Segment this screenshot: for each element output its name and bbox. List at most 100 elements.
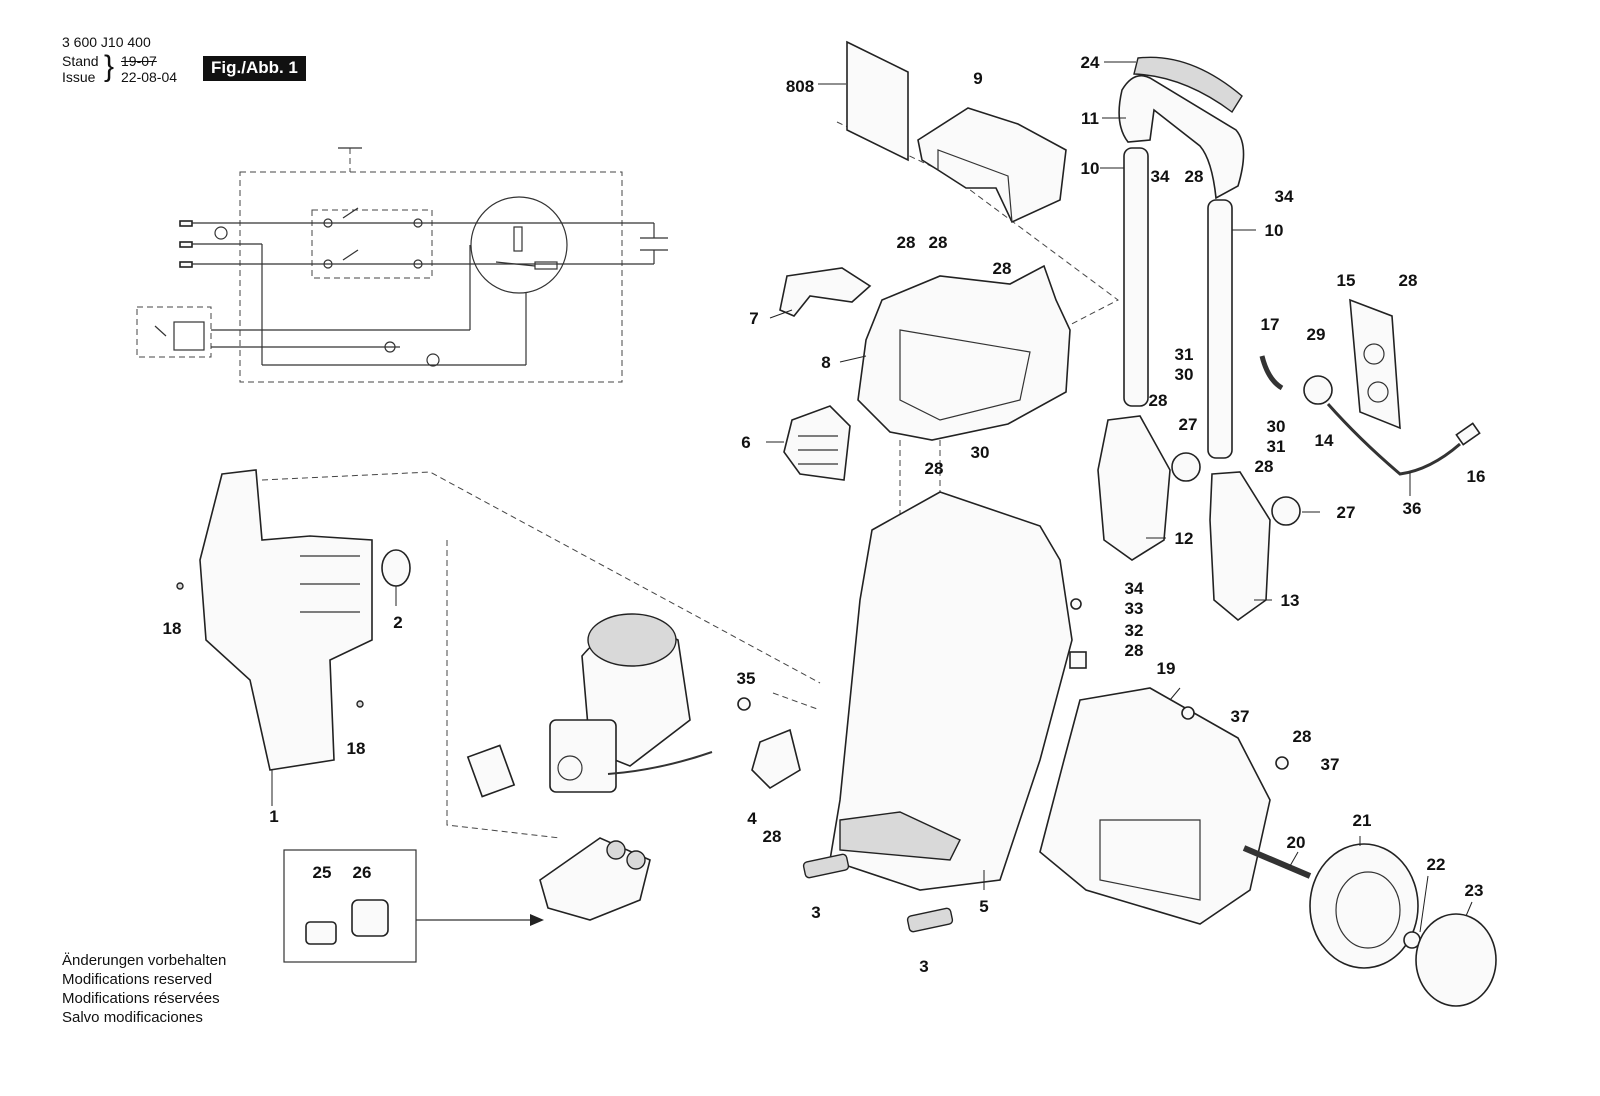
wheel-21: [1309, 843, 1419, 969]
callout-5: 5: [979, 897, 988, 916]
callout-21: 21: [1353, 811, 1372, 830]
connector-16: [1455, 422, 1481, 446]
callout-8: 8: [821, 353, 830, 372]
motor-symbol: [470, 196, 568, 294]
callout-28-a: 28: [1185, 167, 1204, 186]
callout-28-f: 28: [1149, 391, 1168, 410]
callout-27-b: 27: [1337, 503, 1356, 522]
callout-labels: 808 9 24 11 28 34 10 34 10 28 28 28 7 8 …: [163, 53, 1486, 976]
callout-30-c: 30: [971, 443, 990, 462]
callout-24: 24: [1081, 53, 1100, 72]
callout-13: 13: [1281, 591, 1300, 610]
foot-3-b: [906, 907, 954, 933]
callout-32: 32: [1125, 621, 1144, 640]
adapter-26: [351, 899, 389, 937]
callout-28-e: 28: [1399, 271, 1418, 290]
pump-head: [549, 719, 617, 793]
handle-frame: [1118, 74, 1245, 200]
grille-6: [783, 405, 851, 481]
callout-28-i: 28: [1125, 641, 1144, 660]
callout-808: 808: [786, 77, 814, 96]
callout-29: 29: [1307, 325, 1326, 344]
callout-37-b: 37: [1321, 755, 1340, 774]
schematic-frame: [239, 171, 623, 383]
inset-box: [283, 849, 417, 963]
cover-part-9: [917, 107, 1067, 224]
callout-2: 2: [393, 613, 402, 632]
callout-36: 36: [1403, 499, 1422, 518]
callout-14: 14: [1315, 431, 1334, 450]
callout-19: 19: [1157, 659, 1176, 678]
manual-sheet: [846, 40, 909, 162]
callout-15: 15: [1337, 271, 1356, 290]
callout-16: 16: [1467, 467, 1486, 486]
callout-28-b: 28: [897, 233, 916, 252]
adapter-25: [305, 921, 337, 945]
callout-18-a: 18: [163, 619, 182, 638]
pump-block: [539, 837, 651, 921]
issue-label: Issue: [62, 69, 96, 85]
wiring-schematic: [136, 147, 668, 383]
callout-26: 26: [353, 863, 372, 882]
callout-30-b: 30: [1267, 417, 1286, 436]
note-es: Salvo modificaciones: [62, 1009, 203, 1026]
pressure-switch-frame: [136, 306, 212, 358]
callout-28-h: 28: [1255, 457, 1274, 476]
callout-10-b: 10: [1265, 221, 1284, 240]
callout-25: 25: [313, 863, 332, 882]
note-en: Modifications reserved: [62, 971, 213, 988]
callout-34-b: 34: [1275, 187, 1294, 206]
callout-28-d: 28: [993, 259, 1012, 278]
tube-right: [1207, 199, 1233, 459]
issue-value: 22-08-04: [121, 69, 178, 85]
callout-23: 23: [1465, 881, 1484, 900]
knob-4: [751, 728, 801, 790]
callout-28-g: 28: [925, 459, 944, 478]
callout-20: 20: [1287, 833, 1306, 852]
bracket-glyph: }: [104, 50, 115, 83]
callout-37-a: 37: [1231, 707, 1250, 726]
note-de: Änderungen vorbehalten: [62, 952, 227, 969]
callout-27-a: 27: [1179, 415, 1198, 434]
callout-34-a: 34: [1151, 167, 1170, 186]
figure-badge: Fig./Abb. 1: [203, 56, 306, 81]
callout-7: 7: [749, 309, 758, 328]
foot-3-a: [802, 853, 850, 879]
ring-2: [381, 549, 411, 587]
callout-3-a: 3: [811, 903, 820, 922]
stand-label: Stand: [62, 53, 99, 69]
clip-27-b: [1271, 496, 1301, 526]
callout-9: 9: [973, 69, 982, 88]
handle-grip: [1133, 56, 1243, 114]
callout-30-a: 30: [1175, 365, 1194, 384]
shroud-1: [199, 469, 373, 771]
callout-28-c: 28: [929, 233, 948, 252]
notes-block: Änderungen vorbehalten Modifications res…: [62, 951, 226, 1027]
bracket-7: [779, 267, 872, 317]
callout-12: 12: [1175, 529, 1194, 548]
callout-33: 33: [1125, 599, 1144, 618]
callout-4: 4: [747, 809, 757, 828]
callout-18-b: 18: [347, 739, 366, 758]
callout-10-a: 10: [1081, 159, 1100, 178]
callout-1: 1: [269, 807, 278, 826]
callout-6: 6: [741, 433, 750, 452]
note-fr: Modifications réservées: [62, 990, 220, 1007]
leader-lines: [271, 61, 1473, 933]
stand-value: 19-07: [121, 53, 157, 69]
part-number: 3 600 J10 400: [62, 34, 151, 50]
main-frame-5: [829, 491, 1073, 891]
callout-31-b: 31: [1267, 437, 1286, 456]
callout-31-a: 31: [1175, 345, 1194, 364]
top-housing-8: [857, 264, 1071, 441]
callout-17: 17: [1261, 315, 1280, 334]
gauge-14: [1303, 375, 1333, 405]
capacitor: [466, 744, 516, 798]
callout-34-c: 34: [1125, 579, 1144, 598]
clip-27-a: [1171, 452, 1201, 482]
callout-22: 22: [1427, 855, 1446, 874]
side-bracket-12: [1097, 415, 1171, 561]
callout-11: 11: [1081, 109, 1099, 128]
callout-28-k: 28: [763, 827, 782, 846]
